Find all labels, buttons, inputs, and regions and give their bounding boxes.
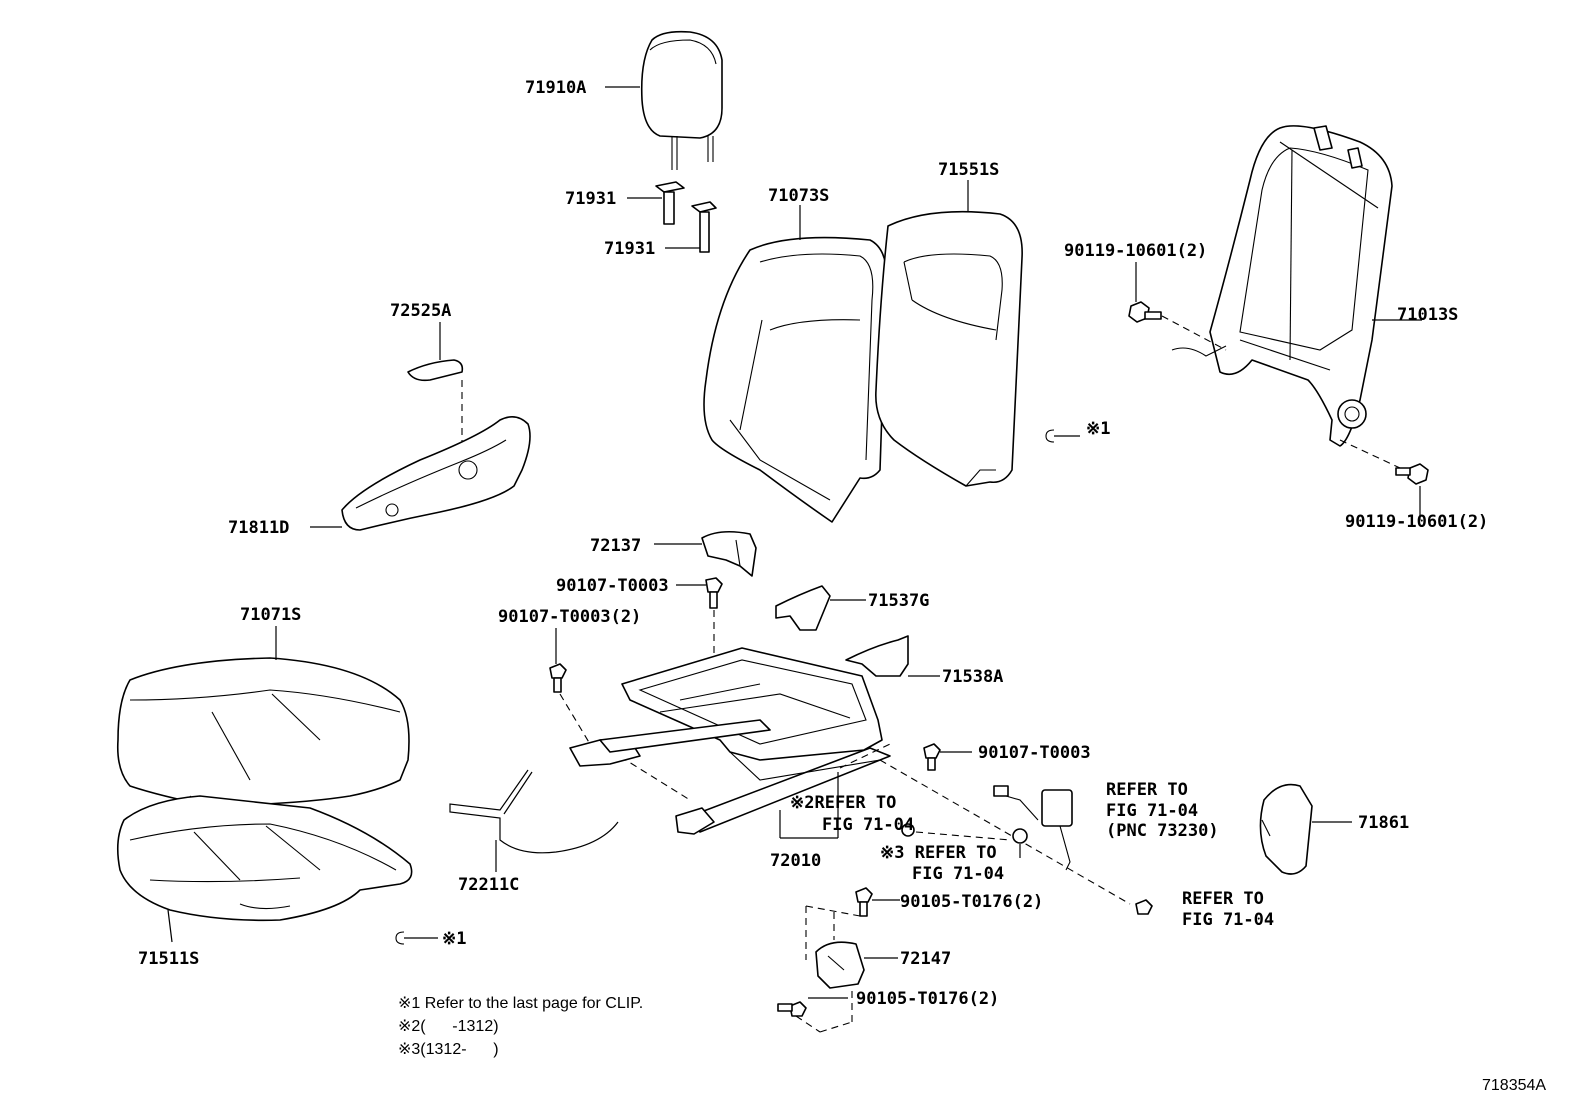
refnut-line1: REFER TO — [1182, 889, 1264, 909]
label-71071S: 71071S — [240, 605, 301, 625]
label-72010: 72010 — [770, 851, 821, 871]
label-71861: 71861 — [1358, 813, 1409, 833]
label-72211C: 72211C — [458, 875, 519, 895]
nut-icon — [1135, 899, 1153, 915]
clip-icon — [395, 931, 405, 945]
clip-icon — [1045, 429, 1055, 443]
label-71811D: 71811D — [228, 518, 289, 538]
seatbelt-buckle-drawing — [993, 785, 1073, 871]
cover-71538A-drawing — [845, 635, 909, 677]
bolt-icon — [855, 887, 873, 917]
bolt-icon — [1012, 828, 1028, 844]
label-90107-T0003-left: 90107-T0003(2) — [498, 607, 641, 627]
footnote-3: ※3(1312- ) — [398, 1041, 499, 1058]
figure-id: 718354A — [1482, 1077, 1546, 1094]
bolt-icon — [1395, 463, 1429, 485]
bolt-icon — [777, 1001, 807, 1017]
cushion-cover-drawing — [116, 657, 410, 809]
label-90119-10601-upper: 90119-10601(2) — [1064, 241, 1207, 261]
bolt-icon — [1128, 301, 1162, 323]
cover-71537G-drawing — [775, 585, 831, 631]
label-90107-T0003-top: 90107-T0003 — [556, 576, 669, 596]
ref3-line1: ※3 REFER TO — [880, 843, 997, 863]
refbelt-line1: REFER TO — [1106, 780, 1188, 800]
label-71538A: 71538A — [942, 667, 1003, 687]
label-71013S: 71013S — [1397, 305, 1458, 325]
refnut-line2: FIG 71-04 — [1182, 910, 1274, 930]
label-71931-lower: 71931 — [604, 239, 655, 259]
headrest-support-drawing — [655, 181, 717, 253]
knob-cover-drawing — [407, 359, 464, 382]
label-72147: 72147 — [900, 949, 951, 969]
cushion-pad-drawing — [116, 795, 413, 922]
label-71931-upper: 71931 — [565, 189, 616, 209]
cover-72137-drawing — [701, 530, 757, 577]
ref2-line2: FIG 71-04 — [822, 815, 914, 835]
seatback-frame-drawing — [1171, 125, 1393, 447]
label-71551S: 71551S — [938, 160, 999, 180]
label-71537G: 71537G — [868, 591, 929, 611]
label-90105-T0176-lower: 90105-T0176(2) — [856, 989, 999, 1009]
label-72137: 72137 — [590, 536, 641, 556]
label-90119-10601-lower: 90119-10601(2) — [1345, 512, 1488, 532]
label-90107-T0003-right: 90107-T0003 — [978, 743, 1091, 763]
bolt-icon — [923, 743, 941, 771]
refbelt-line3: (PNC 73230) — [1106, 821, 1219, 841]
ref2-line1: ※2REFER TO — [790, 793, 896, 813]
bracket-72147-drawing — [815, 941, 865, 989]
refbelt-line2: FIG 71-04 — [1106, 801, 1198, 821]
cover-71861-drawing — [1259, 783, 1313, 875]
label-71910A: 71910A — [525, 78, 586, 98]
bolt-icon — [549, 663, 567, 693]
label-72525A: 72525A — [390, 301, 451, 321]
label-71511S: 71511S — [138, 949, 199, 969]
footnote-2: ※2( -1312) — [398, 1018, 499, 1035]
clip-ref-lower: ※1 — [442, 929, 466, 949]
label-71073S: 71073S — [768, 186, 829, 206]
ref3-line2: FIG 71-04 — [912, 864, 1004, 884]
seat-wire-drawing — [449, 769, 619, 854]
clip-ref-upper: ※1 — [1086, 419, 1110, 439]
seat-shield-drawing — [341, 416, 531, 531]
leader-71511S — [167, 909, 173, 943]
label-90105-T0176-upper: 90105-T0176(2) — [900, 892, 1043, 912]
footnote-1: ※1 Refer to the last page for CLIP. — [398, 995, 643, 1012]
nut-icon — [901, 823, 915, 837]
seatback-cover-drawing — [703, 236, 888, 523]
headrest-drawing — [640, 30, 723, 170]
seat-adjuster-drawing — [569, 647, 891, 835]
bolt-icon — [705, 577, 723, 609]
seatback-pad-drawing — [875, 210, 1023, 487]
